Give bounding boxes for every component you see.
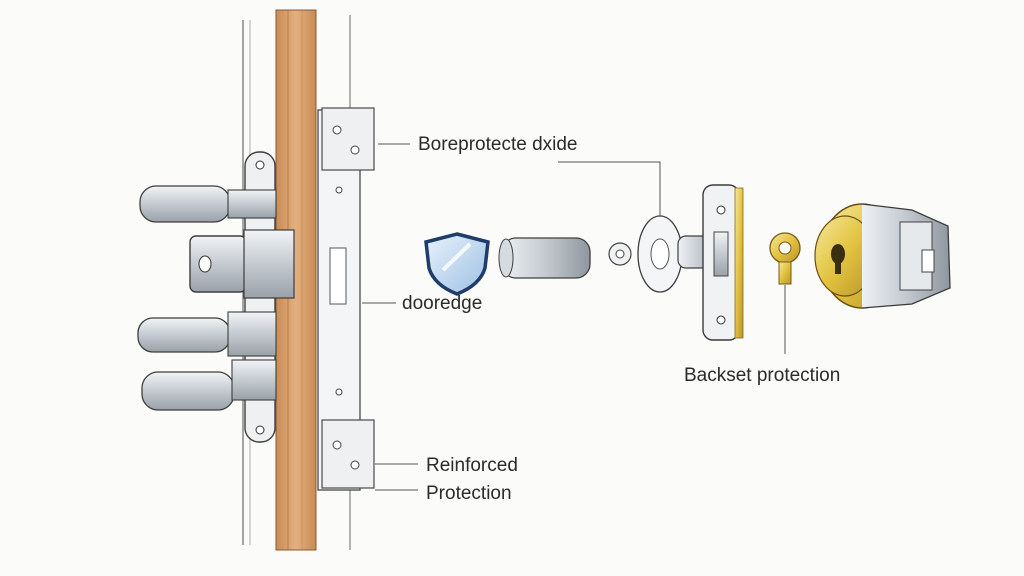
- label-protection: Protection: [426, 483, 512, 504]
- latch-block: [189, 229, 295, 299]
- bolt-top: [139, 185, 277, 223]
- bolt-middle: [137, 311, 277, 357]
- label-bore-protector: Boreprotecte dxide: [418, 134, 578, 155]
- label-reinforced: Reinforced: [426, 455, 518, 476]
- trim-disc: [637, 215, 683, 293]
- backplate: [702, 184, 744, 341]
- strike-plate: [317, 107, 375, 491]
- label-backset-protection: Backset protection: [684, 365, 841, 386]
- shield-icon: [424, 232, 490, 296]
- label-door-edge: dooredge: [402, 293, 483, 314]
- leader-lines: [362, 143, 786, 491]
- bolt-bottom: [141, 359, 277, 411]
- cam-ring: [769, 232, 801, 285]
- cylinder-lock: [814, 203, 951, 309]
- washer-small: [608, 242, 632, 266]
- sleeve-cylinder: [498, 237, 591, 279]
